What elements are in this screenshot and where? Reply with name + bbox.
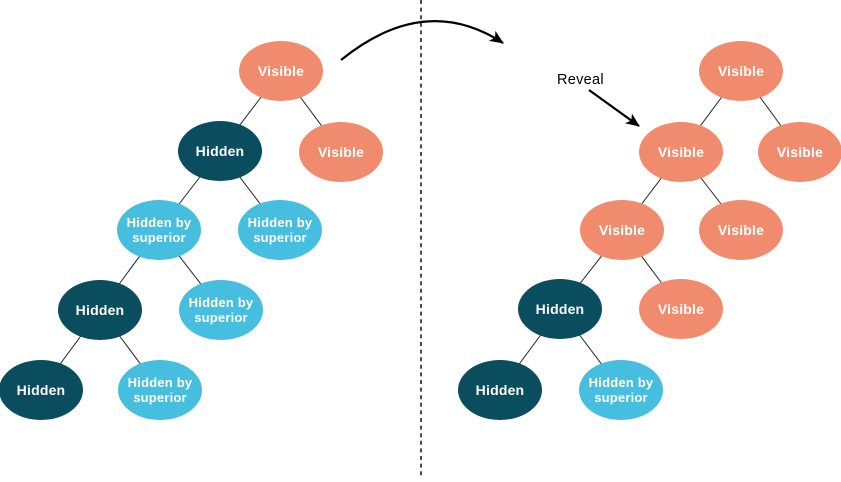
after-l5-hbs: Hidden by superior xyxy=(579,360,663,420)
after-root-visible: Visible xyxy=(699,41,783,101)
reveal-label: Reveal xyxy=(557,72,604,88)
after-l5-hidden: Hidden xyxy=(458,360,542,420)
reveal-arrow xyxy=(588,89,640,127)
before-l4-hbs: Hidden by superior xyxy=(179,280,263,340)
after-l2-visible-right: Visible xyxy=(758,122,841,182)
before-l2-hidden: Hidden xyxy=(178,121,262,181)
before-root-visible: Visible xyxy=(239,41,323,101)
after-l2-visible-left: Visible xyxy=(639,122,723,182)
before-l5-hidden: Hidden xyxy=(0,360,83,420)
after-l3-visible-left: Visible xyxy=(580,200,664,260)
before-l3-hbs-left: Hidden by superior xyxy=(117,200,201,260)
transform-arrow xyxy=(340,20,504,61)
before-l3-hbs-right: Hidden by superior xyxy=(238,200,322,260)
before-l4-hidden: Hidden xyxy=(58,280,142,340)
after-l4-visible: Visible xyxy=(639,279,723,339)
after-l4-hidden: Hidden xyxy=(518,279,602,339)
after-l3-visible-right: Visible xyxy=(699,200,783,260)
before-l5-hbs: Hidden by superior xyxy=(118,360,202,420)
before-l2-visible: Visible xyxy=(299,122,383,182)
